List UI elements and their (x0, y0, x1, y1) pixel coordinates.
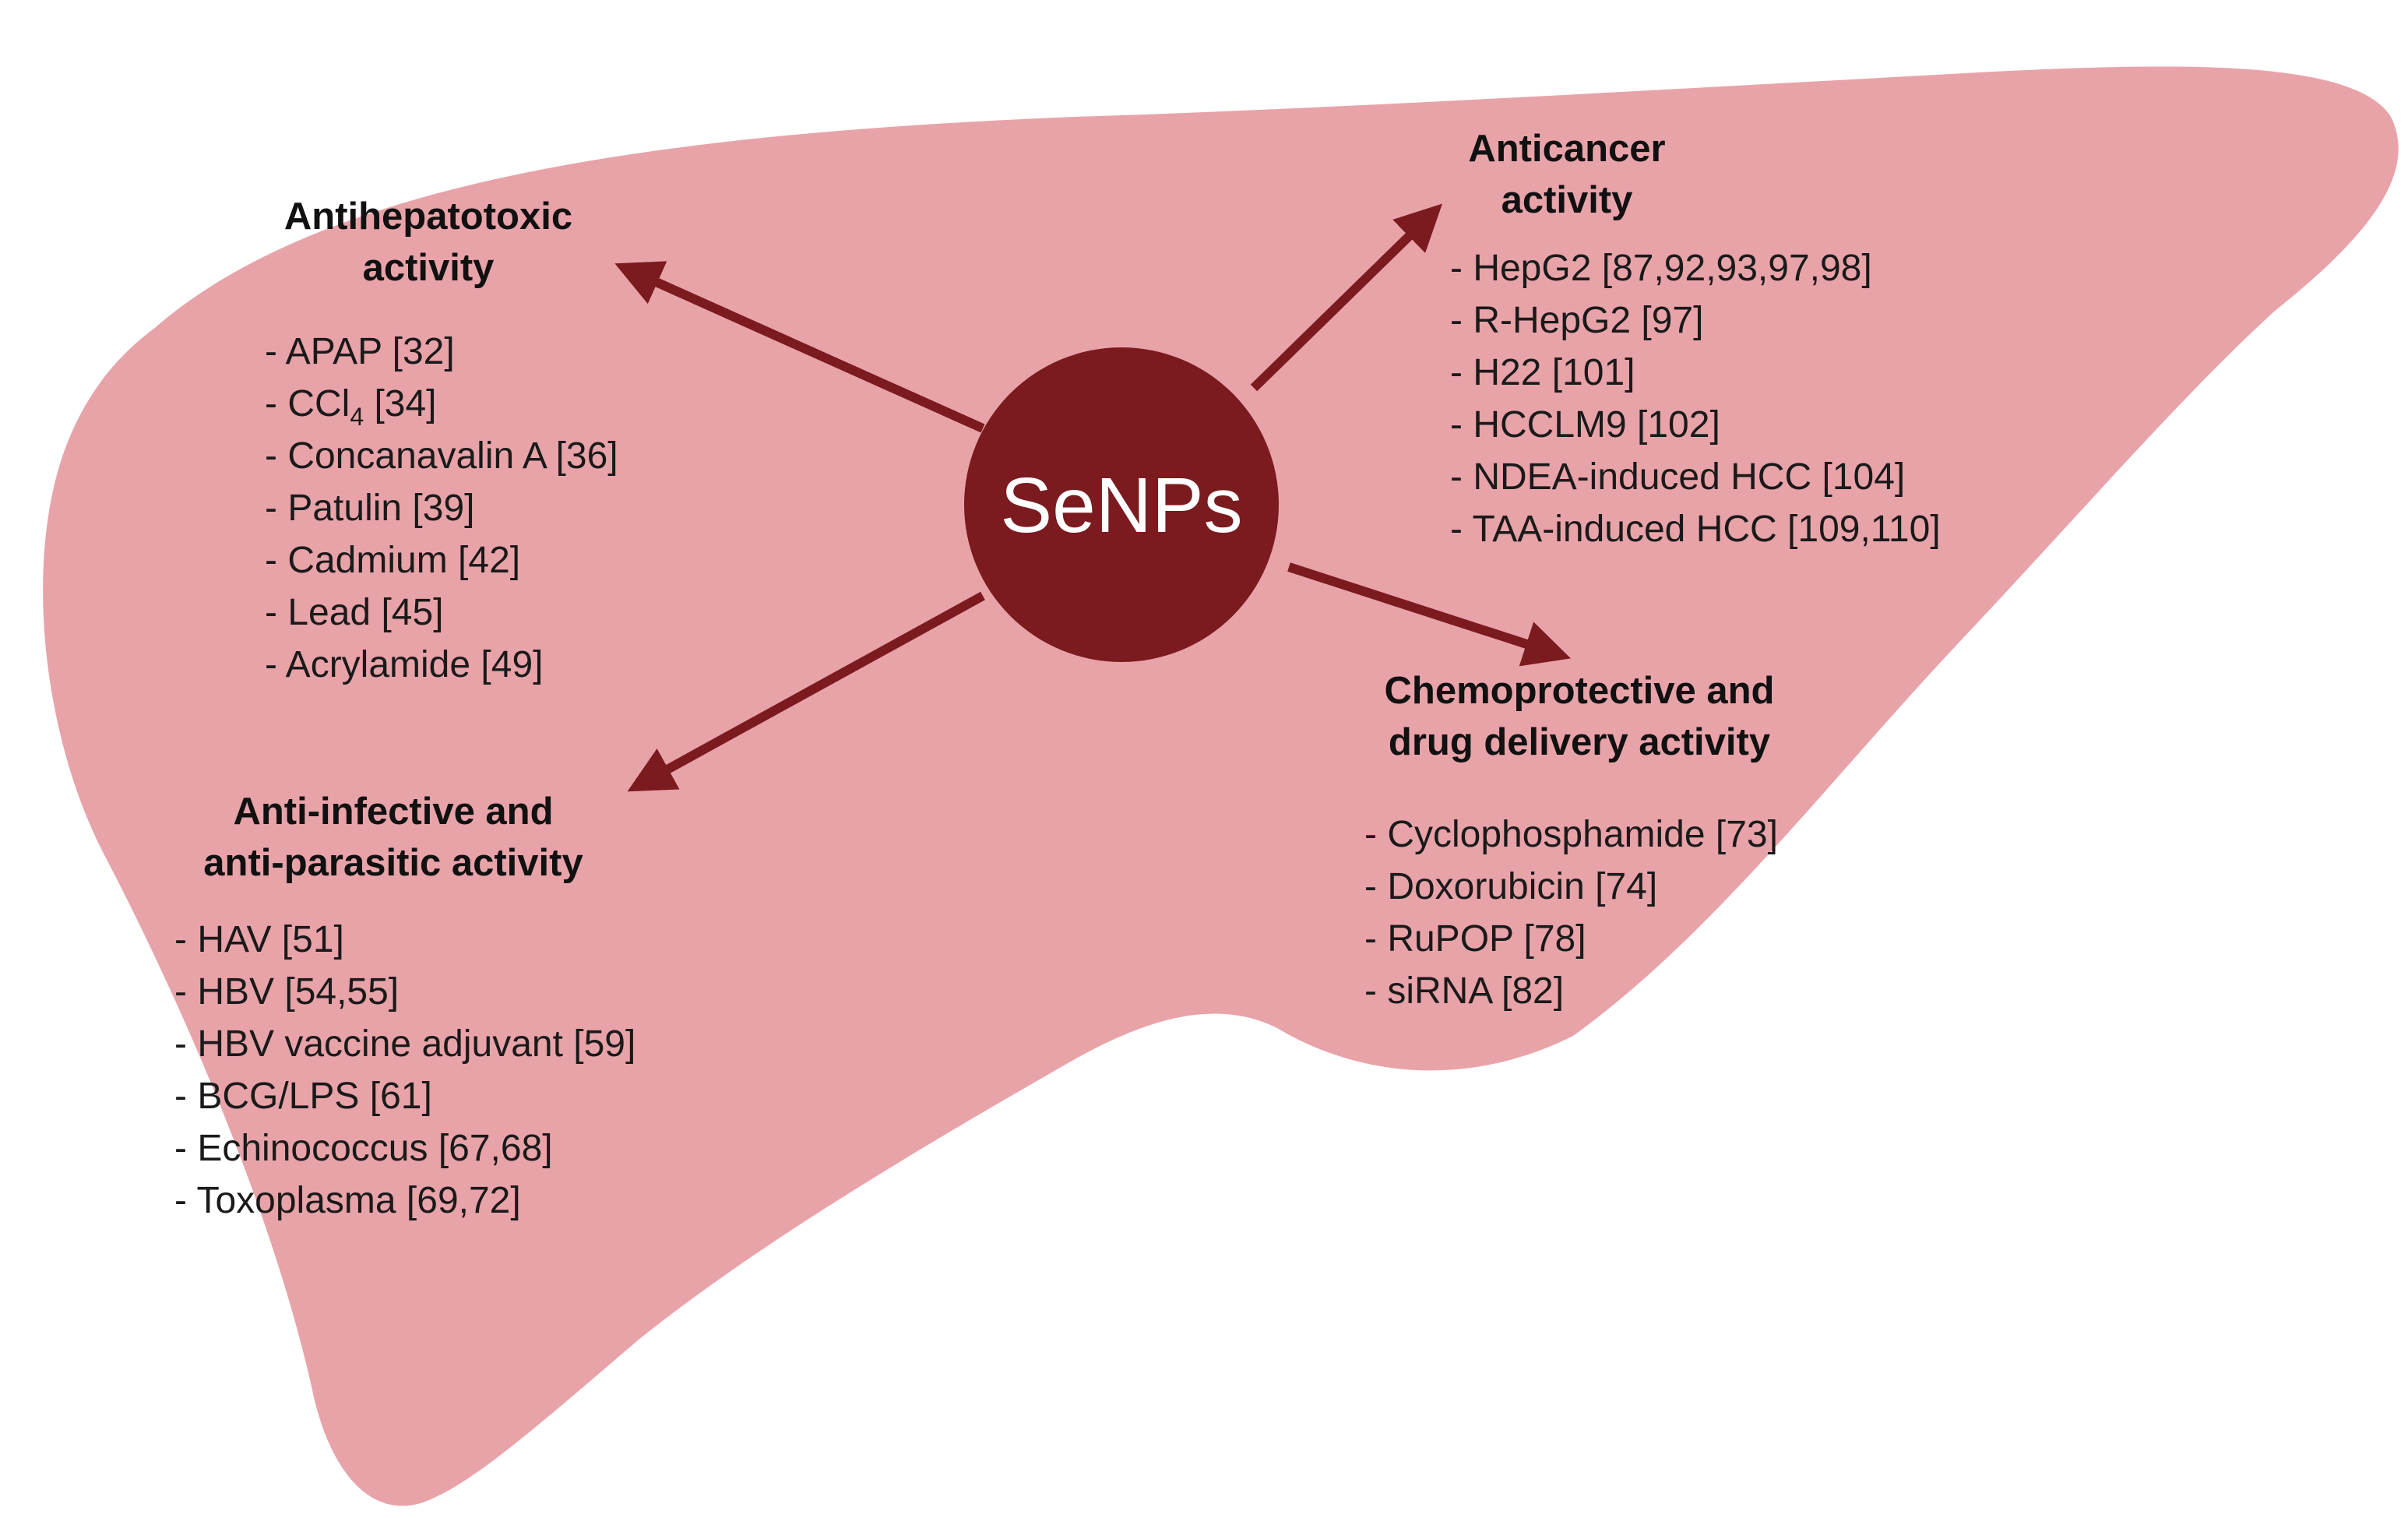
antihepatotoxic-item: - Acrylamide [49] (265, 644, 543, 685)
antihepatotoxic-item: - CCl4 [34] (265, 383, 437, 431)
anticancer-item: - NDEA-induced HCC [104] (1450, 456, 1905, 498)
anti-infective-item: - HAV [51] (174, 919, 344, 960)
antihepatotoxic-item: - Patulin [39] (265, 488, 474, 529)
anti-infective-heading-line2: anti-parasitic activity (203, 842, 583, 884)
antihepatotoxic-group: Antihepatotoxic activity - APAP [32] - CC… (265, 195, 618, 685)
chemoprotective-list: - Cyclophosphamide [73] - Doxorubicin [74… (1364, 814, 1778, 1012)
anticancer-item: - TAA-induced HCC [109,110] (1450, 509, 1941, 550)
anticancer-item: - R-HepG2 [97] (1450, 300, 1703, 341)
chemoprotective-item: - RuPOP [78] (1364, 918, 1586, 960)
chemoprotective-heading-line1: Chemoprotective and (1385, 670, 1775, 712)
arrow-to-anticancer (1250, 203, 1443, 392)
antihepatotoxic-item: - Cadmium [42] (265, 540, 520, 581)
senps-label: SeNPs (1000, 462, 1242, 549)
anticancer-heading-line2: activity (1501, 179, 1633, 221)
anticancer-heading-line1: Anticancer (1468, 128, 1665, 170)
antihepatotoxic-item: - Concanavalin A [36] (265, 435, 618, 477)
anti-infective-item: - HBV [54,55] (174, 971, 399, 1013)
anti-infective-list: - HAV [51] - HBV [54,55] - HBV vaccine adj… (174, 919, 635, 1221)
antihepatotoxic-item: - Lead [45] (265, 592, 444, 633)
anti-infective-item: - HBV vaccine adjuvant [59] (174, 1023, 635, 1065)
arrow-to-chemoprotective (1287, 562, 1571, 667)
anti-infective-item: - Echinococcus [67,68] (174, 1128, 553, 1169)
anticancer-item: - HCCLM9 [102] (1450, 404, 1720, 446)
anti-infective-item: - Toxoplasma [69,72] (174, 1180, 521, 1221)
anticancer-item: - HepG2 [87,92,93,97,98] (1450, 248, 1872, 289)
chemoprotective-item: - siRNA [82] (1364, 970, 1564, 1012)
chemoprotective-heading-line2: drug delivery activity (1389, 721, 1770, 763)
arrow-to-antihepatotoxic (614, 261, 985, 433)
anticancer-item: - H22 [101] (1450, 352, 1635, 393)
anti-infective-heading-line1: Anti-infective and (233, 791, 553, 833)
antihepatotoxic-heading-line1: Antihepatotoxic (284, 195, 572, 238)
antihepatotoxic-list: - APAP [32] - CCl4 [34]- Concanavalin A [… (265, 331, 618, 685)
antihepatotoxic-heading-line2: activity (363, 247, 495, 289)
anticancer-group: Anticancer activity - HepG2 [87,92,93,97… (1450, 128, 1941, 550)
anti-infective-item: - BCG/LPS [61] (174, 1076, 432, 1117)
liver-shape (43, 66, 2399, 1506)
anti-infective-group: Anti-infective and anti-parasitic activi… (174, 791, 635, 1221)
chemoprotective-item: - Doxorubicin [74] (1364, 866, 1657, 907)
anticancer-list: - HepG2 [87,92,93,97,98] - R-HepG2 [97] - … (1450, 248, 1941, 550)
arrow-to-anti-infective (627, 591, 985, 792)
senps-circle (964, 347, 1279, 662)
chemoprotective-group: Chemoprotective and drug delivery activi… (1364, 670, 1778, 1012)
antihepatotoxic-item: - APAP [32] (265, 331, 455, 372)
chemoprotective-item: - Cyclophosphamide [73] (1364, 814, 1778, 855)
